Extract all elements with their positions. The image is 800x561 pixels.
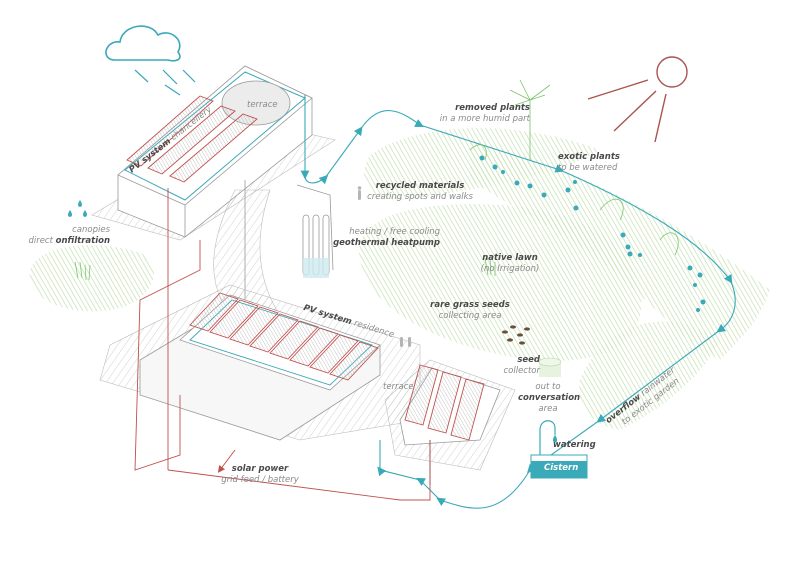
- canopies-line1: canopies: [72, 225, 110, 235]
- seeds-icon: [502, 325, 530, 345]
- solar-power-label: solar power grid feed / battery: [221, 464, 299, 485]
- recycled-materials-label: recycled materials creating spots and wa…: [367, 181, 473, 202]
- sun-icon: [587, 56, 688, 143]
- canopies-line2: direct onfiltration: [28, 236, 110, 246]
- conversation-area-label: out to conversation area: [518, 382, 581, 414]
- terrace-top-label: terrace: [247, 100, 278, 110]
- watering-label: watering: [553, 440, 596, 450]
- terrace-bottom-label: terrace: [383, 382, 414, 392]
- native-lawn-label: native lawn (no Irrigation): [480, 253, 540, 274]
- plant-sketches: [74, 79, 679, 281]
- exotic-plant-dots: [479, 155, 706, 312]
- cistern-icon: [530, 454, 588, 479]
- lawn-left: [29, 245, 155, 312]
- power-line: [134, 188, 431, 501]
- terrace-top: [221, 80, 291, 126]
- rare-grass-seeds-label: rare grass seeds collecting area: [430, 300, 510, 321]
- canopies-label: canopies direct onfiltration: [20, 225, 110, 247]
- geothermal-heatpump-label: geothermal heatpump: [333, 238, 440, 248]
- heating-line1: heating / free cooling: [349, 227, 440, 237]
- chancellery-building: [91, 65, 336, 241]
- heating-label: heating / free cooling geothermal heatpu…: [320, 227, 440, 249]
- cistern-label: Cistern: [544, 463, 579, 473]
- seed-collector: [538, 357, 562, 377]
- rain-icon: [134, 69, 196, 96]
- faucet-icon: [539, 420, 558, 455]
- raindrops-icon: [68, 200, 87, 217]
- person-icon: [357, 186, 411, 347]
- cloud-icon: [105, 25, 181, 62]
- seed-collector-label: seed collector: [503, 355, 540, 376]
- exotic-plants-label: exotic plants to be watered: [558, 152, 620, 173]
- residence-building: [99, 284, 421, 441]
- removed-plants-label: removed plants in a more humid part: [439, 103, 530, 124]
